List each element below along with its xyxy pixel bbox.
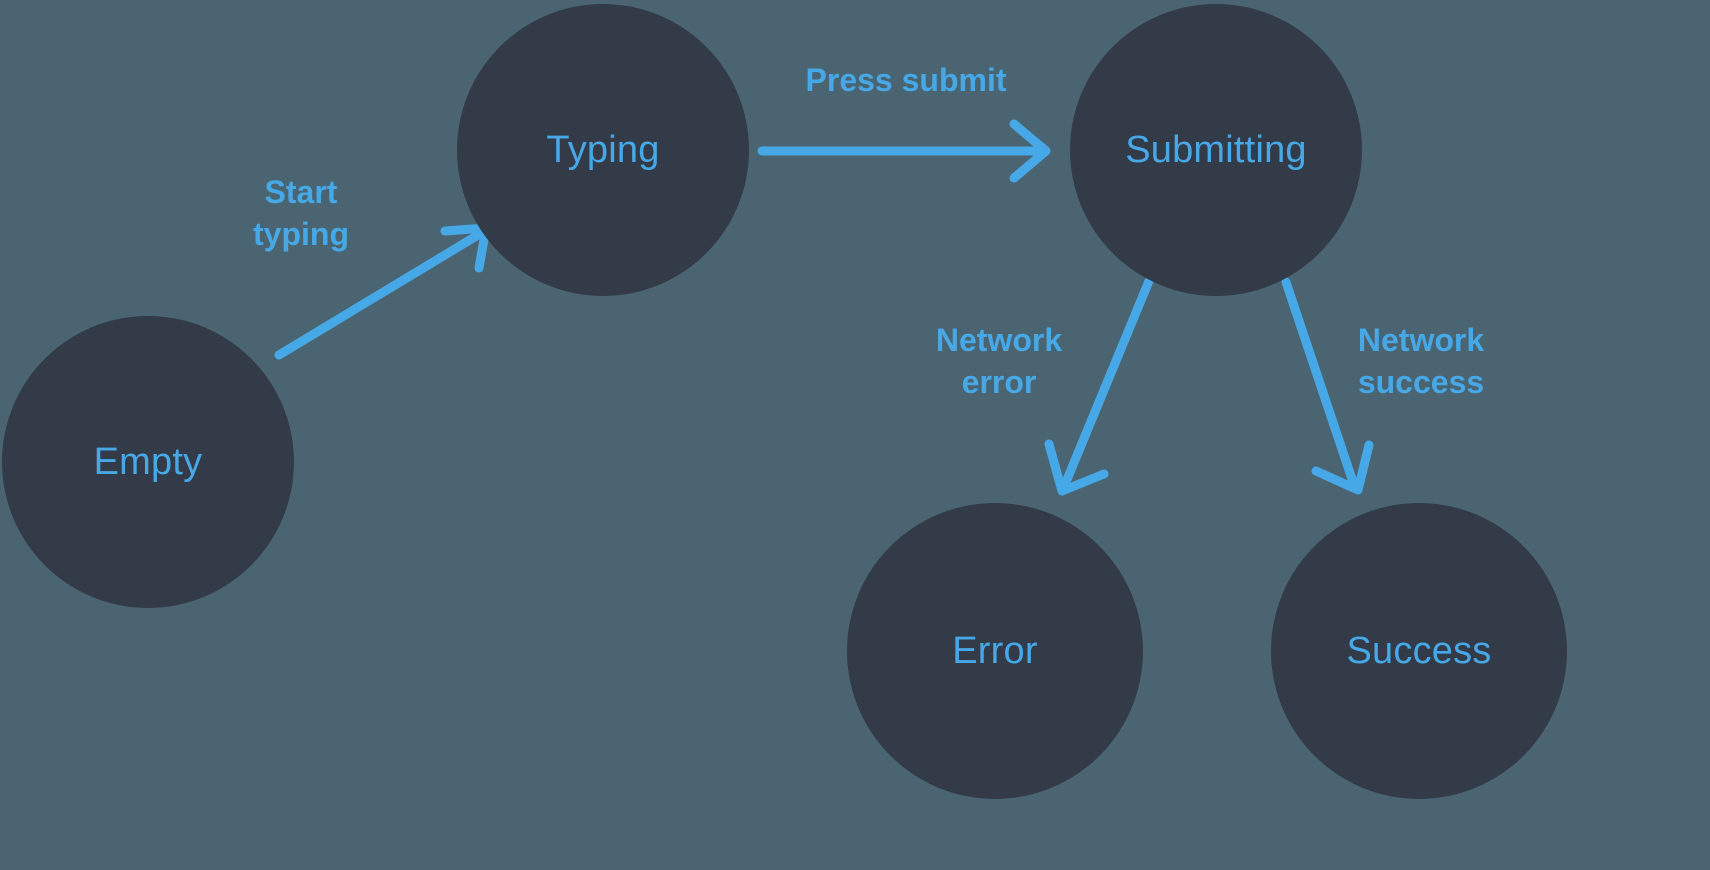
edge-press-submit-arrowhead: [1009, 119, 1051, 183]
state-node-empty[interactable]: Empty: [2, 316, 294, 608]
edge-network-error-arrowhead: [1044, 439, 1109, 496]
edge-label-press-submit: Press submit: [805, 62, 1007, 98]
edge-network-error-line: [1061, 276, 1154, 487]
edge-press-submit: [757, 119, 1051, 183]
edge-network-success-arrowhead: [1311, 440, 1374, 495]
state-node-error[interactable]: Error: [847, 503, 1143, 799]
state-node-typing[interactable]: Typing: [457, 4, 749, 296]
edge-start-typing-line: [274, 230, 483, 360]
state-node-submitting[interactable]: Submitting: [1070, 4, 1362, 296]
state-node-empty-label: Empty: [93, 441, 203, 483]
edge-label-network-success: Network success: [1357, 322, 1485, 400]
state-node-typing-label: Typing: [546, 129, 660, 171]
edge-label-start-typing: Start typing: [253, 174, 349, 252]
state-node-success[interactable]: Success: [1271, 503, 1567, 799]
state-node-success-label: Success: [1346, 630, 1492, 672]
edge-network-error: [1044, 276, 1154, 496]
edge-network-success-line: [1281, 277, 1358, 487]
edge-label-network-error: Network error: [935, 322, 1063, 400]
state-node-error-label: Error: [952, 630, 1038, 672]
edge-network-success: [1281, 277, 1374, 495]
state-node-submitting-label: Submitting: [1125, 129, 1307, 171]
